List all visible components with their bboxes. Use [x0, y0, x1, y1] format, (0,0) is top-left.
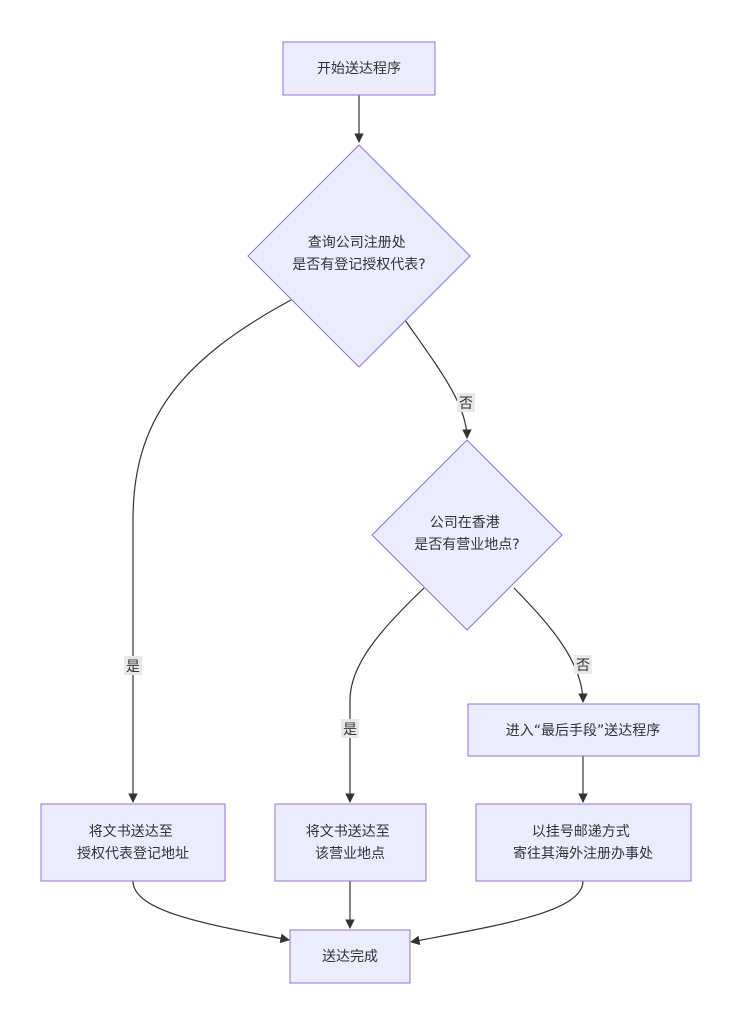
svg-text:是: 是	[126, 659, 140, 675]
node-decision-hk[interactable]: 公司在香港 是否有营业地点?	[371, 439, 563, 631]
edge-serve-rep-to-done	[132, 880, 290, 944]
node-serve-rep-label: 将文书送达至 授权代表登记地址	[77, 824, 189, 862]
svg-text:否: 否	[459, 396, 473, 412]
svg-text:是: 是	[343, 722, 357, 738]
node-last-resort[interactable]: 进入“最后手段”送达程序	[467, 703, 700, 757]
node-done-label: 送达完成	[322, 949, 378, 965]
edge-decision-rep-to-decision-hk	[404, 319, 472, 439]
edges	[128, 95, 588, 946]
node-decision-rep-label: 查询公司注册处 是否有登记授权代表?	[292, 235, 425, 273]
svg-text:否: 否	[576, 658, 590, 674]
node-start[interactable]: 开始送达程序	[282, 41, 436, 96]
node-decision-rep[interactable]: 查询公司注册处 是否有登记授权代表?	[247, 144, 471, 368]
edge-decision-hk-to-serve-place	[345, 587, 425, 803]
node-serve-place-label: 将文书送达至 该营业地点	[306, 824, 394, 862]
node-serve-rep[interactable]: 将文书送达至 授权代表登记地址	[40, 803, 226, 882]
edge-label-rep-no: 否	[457, 393, 475, 412]
node-decision-hk-label: 公司在香港 是否有营业地点?	[414, 515, 519, 553]
node-last-resort-label: 进入“最后手段”送达程序	[506, 723, 661, 739]
node-mail-overseas[interactable]: 以挂号邮递方式 寄往其海外注册办事处	[475, 803, 692, 882]
edge-mail-to-done	[410, 880, 584, 946]
edge-decision-hk-to-last-resort	[513, 587, 588, 703]
edge-label-rep-yes: 是	[124, 656, 142, 675]
node-serve-place[interactable]: 将文书送达至 该营业地点	[274, 803, 427, 882]
node-mail-overseas-label: 以挂号邮递方式 寄往其海外注册办事处	[513, 824, 653, 862]
edge-label-hk-yes: 是	[341, 719, 359, 738]
node-done[interactable]: 送达完成	[289, 929, 411, 984]
edge-label-hk-no: 否	[574, 655, 592, 674]
node-start-label: 开始送达程序	[317, 61, 401, 77]
edge-decision-rep-to-serve-rep	[128, 299, 292, 803]
